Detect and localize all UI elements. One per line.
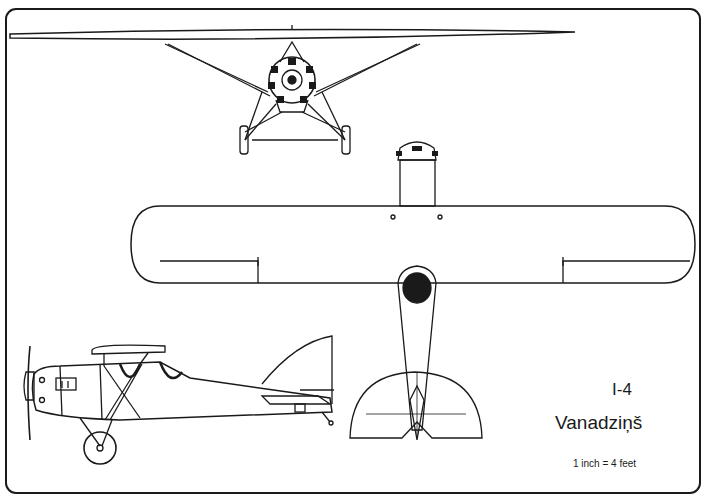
model-designation: I-4: [612, 380, 632, 400]
scale-note: 1 inch = 4 feet: [573, 458, 636, 469]
top-view: [131, 142, 695, 440]
front-view: [10, 25, 575, 154]
frame: [6, 9, 700, 493]
side-view: [24, 336, 334, 464]
aircraft-name: Vanadziņš: [555, 412, 642, 434]
